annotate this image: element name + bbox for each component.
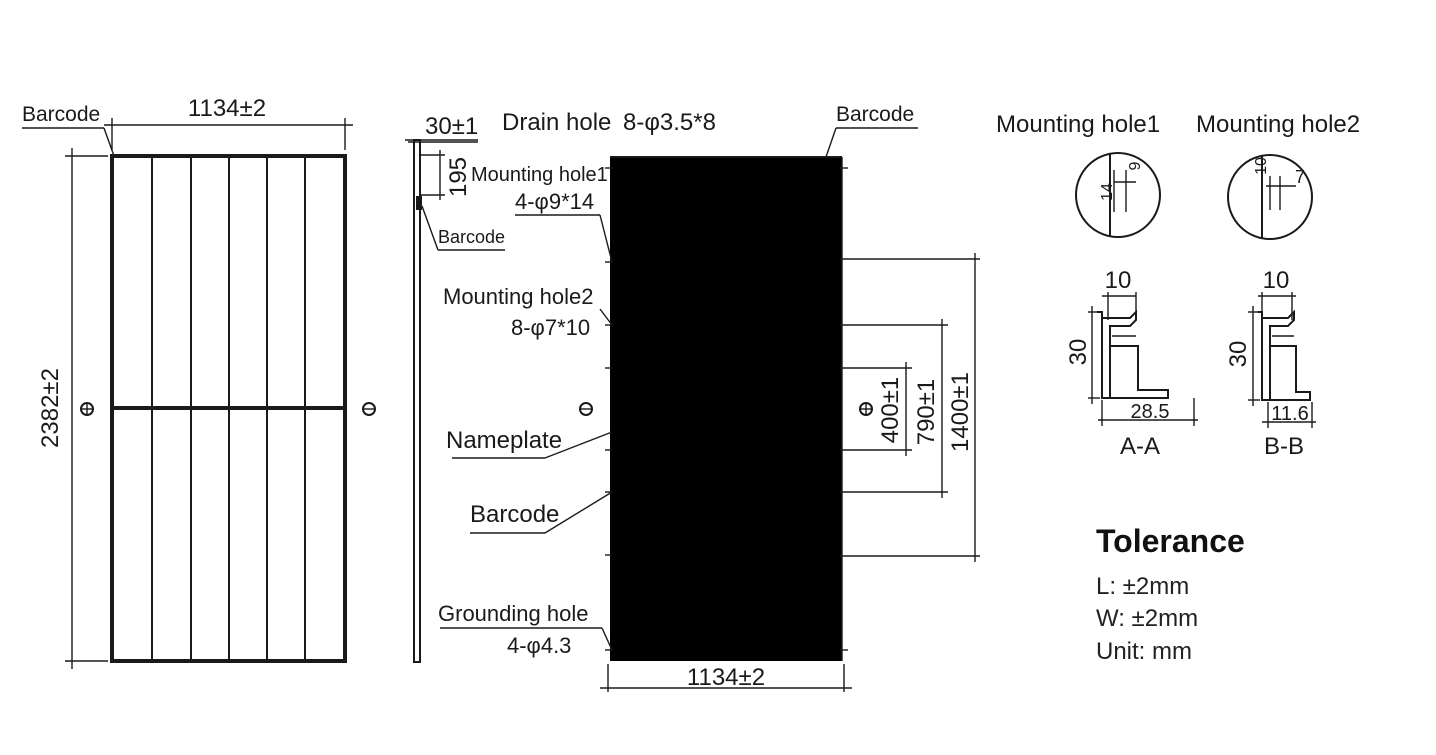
back-spacing-dims: 400±1 790±1 1400±1 — [840, 253, 980, 562]
front-junction-symbol-left — [80, 402, 94, 416]
section-a-height-dim: 30 — [1065, 339, 1092, 366]
spacing-1400-dim: 1400±1 — [947, 372, 974, 452]
section-a-base-dim: 28.5 — [1131, 401, 1170, 423]
section-a-profile: 10 30 28.5 A-A — [1065, 267, 1198, 460]
back-barcode-label: Barcode — [470, 501, 559, 528]
spacing-790-dim: 790±1 — [913, 379, 940, 446]
section-b-base-dim: 11.6 — [1271, 403, 1308, 425]
mounting-hole1-detail: Mounting hole1 14 9 — [996, 111, 1161, 238]
mounting-hole2-detail: Mounting hole2 10 7 — [1196, 111, 1360, 240]
back-junction-symbol-left — [579, 402, 593, 416]
back-mounting-hole2-spec: 8-φ7*10 — [511, 315, 590, 340]
section-a-label: A-A — [1120, 433, 1160, 460]
side-profile — [413, 139, 421, 663]
front-junction-symbol-right — [362, 402, 376, 416]
tolerance-unit: Unit: mm — [1096, 638, 1192, 665]
section-b-profile: 10 30 11.6 B-B — [1225, 267, 1316, 460]
back-mounting-hole2-label: Mounting hole2 — [443, 284, 593, 309]
section-b-width-dim: 10 — [1263, 267, 1290, 294]
front-height-dim: 2382±2 — [37, 368, 64, 448]
drain-hole-label: Drain hole — [502, 109, 611, 136]
back-grounding-hole-label: Grounding hole — [438, 601, 588, 626]
side-offset-dim: 195 — [445, 157, 472, 197]
side-view: 30±1 195 Barcode — [405, 113, 505, 663]
tolerance-block: Tolerance L: ±2mm W: ±2mm Unit: mm — [1096, 523, 1245, 665]
back-hole-marks — [605, 167, 848, 651]
detail-mh1-dim-a: 14 — [1099, 183, 1116, 201]
side-barcode-label: Barcode — [438, 227, 505, 247]
section-b-height-dim: 30 — [1225, 341, 1252, 368]
back-nameplate-label: Nameplate — [446, 427, 562, 454]
back-junction-symbol-right — [859, 402, 873, 416]
tolerance-width: W: ±2mm — [1096, 605, 1198, 632]
side-thickness-dim: 30±1 — [425, 113, 478, 140]
detail-mh1-dim-b: 9 — [1127, 161, 1144, 170]
front-barcode-label: Barcode — [22, 103, 100, 126]
front-view: 1134±2 2382±2 Barcode — [22, 95, 376, 669]
front-panel-cells — [112, 156, 345, 661]
detail-mh2-dim-b: 7 — [1295, 167, 1305, 187]
spacing-400-dim: 400±1 — [877, 377, 904, 444]
front-width-dim: 1134±2 — [188, 95, 266, 122]
section-a-width-dim: 10 — [1105, 267, 1132, 294]
tolerance-length: L: ±2mm — [1096, 573, 1189, 600]
back-mounting-hole1-label: Mounting hole1 — [471, 164, 608, 186]
back-panel — [610, 157, 842, 661]
back-grounding-hole-spec: 4-φ4.3 — [507, 633, 571, 658]
detail-mh1-title: Mounting hole1 — [996, 111, 1160, 138]
back-barcode-top-label: Barcode — [836, 103, 914, 126]
detail-mh2-dim-a: 10 — [1253, 157, 1270, 175]
back-view: Drain hole 8-φ3.5*8 Barcode Mounting hol… — [438, 103, 980, 692]
back-mounting-hole1-spec: 4-φ9*14 — [515, 189, 594, 214]
back-width-dim: 1134±2 — [687, 664, 765, 691]
tolerance-title: Tolerance — [1096, 523, 1245, 559]
section-b-label: B-B — [1264, 433, 1304, 460]
drain-hole-spec: 8-φ3.5*8 — [623, 109, 716, 136]
detail-mh2-title: Mounting hole2 — [1196, 111, 1360, 138]
